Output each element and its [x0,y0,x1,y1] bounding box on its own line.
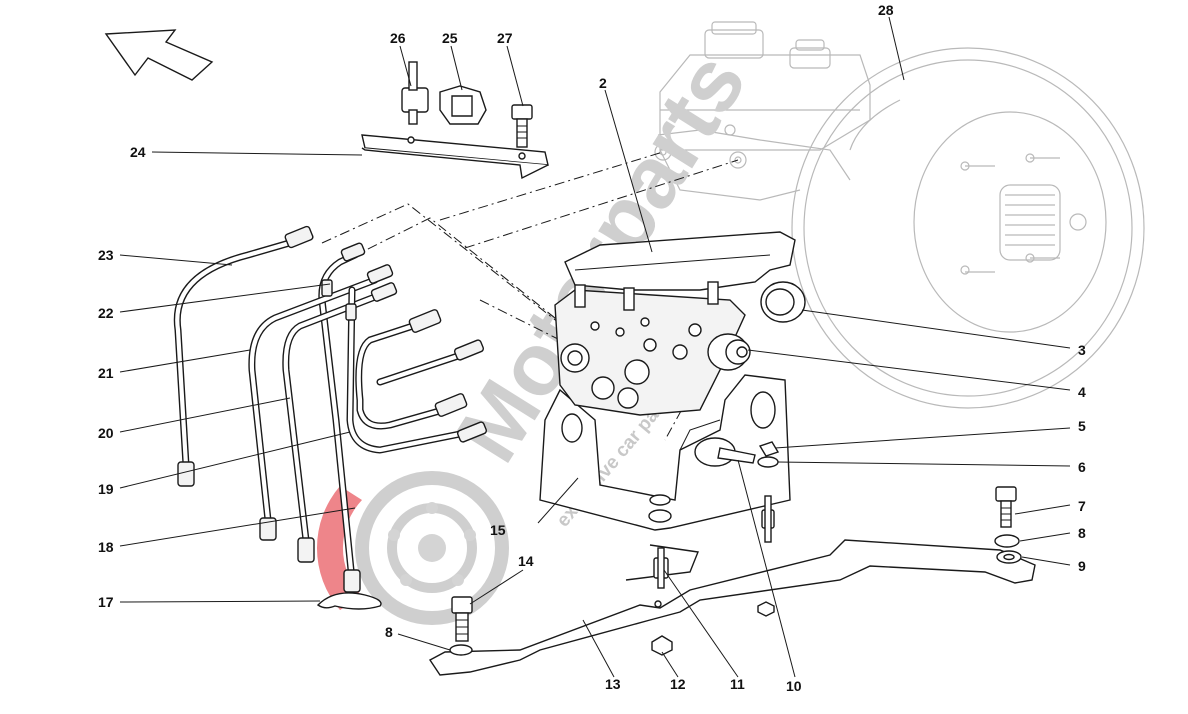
part-26-clip [401,61,429,125]
callout-18: 18 [98,539,114,555]
part-2-abs-unit [554,231,796,416]
part-11b-stud [761,495,775,543]
callout-11: 11 [730,676,745,692]
callout-26: 26 [390,30,406,46]
watermark-brake-disc-logo [316,471,509,625]
part-12-nut [651,601,775,656]
part-8-washer-b [449,644,473,656]
part-25-clip [439,85,487,125]
callout-19: 19 [98,481,114,497]
callout-23: 23 [98,247,114,263]
callout-labels: 2 3 4 5 6 7 8 8 9 10 11 12 13 14 15 17 1… [98,2,1086,694]
callout-8: 8 [385,624,393,640]
pipe-fittings [177,225,488,593]
direction-arrow-icon [104,29,214,81]
part-3-grommet [760,281,806,323]
callout-10: 10 [786,678,802,694]
callout-3: 3 [1078,342,1086,358]
part-8-washer-c [994,534,1020,548]
part-9-washer [996,550,1022,564]
callout-24: 24 [130,144,146,160]
callout-27: 27 [497,30,513,46]
callout-9: 9 [1078,558,1086,574]
part-14-bolt [451,596,473,642]
callout-21: 21 [98,365,114,381]
part-11-stud [653,547,669,589]
part-15-bracket [539,374,791,531]
callout-4: 4 [1078,384,1086,400]
part-4-sensor [707,333,751,371]
callout-25: 25 [442,30,458,46]
part-27-bolt [511,104,533,148]
callout-20: 20 [98,425,114,441]
part-17-clip [316,592,382,610]
callout-14: 14 [518,553,534,569]
part-10-stud [694,437,756,467]
callout-22: 22 [98,305,114,321]
part-24-bracket [361,134,549,180]
callout-8: 8 [1078,525,1086,541]
callout-17: 17 [98,594,114,610]
callout-13: 13 [605,676,621,692]
callout-12: 12 [670,676,686,692]
callout-15: 15 [490,522,506,538]
part-8-washer-a [648,494,672,523]
callout-7: 7 [1078,498,1086,514]
callout-6: 6 [1078,459,1086,475]
brake-pipes [173,233,474,584]
callout-28: 28 [878,2,894,18]
brake-booster-ghost [654,21,1145,409]
callout-5: 5 [1078,418,1086,434]
part-7-bolt [995,486,1017,528]
leader-lines [119,16,1071,678]
callout-2: 2 [599,75,607,91]
